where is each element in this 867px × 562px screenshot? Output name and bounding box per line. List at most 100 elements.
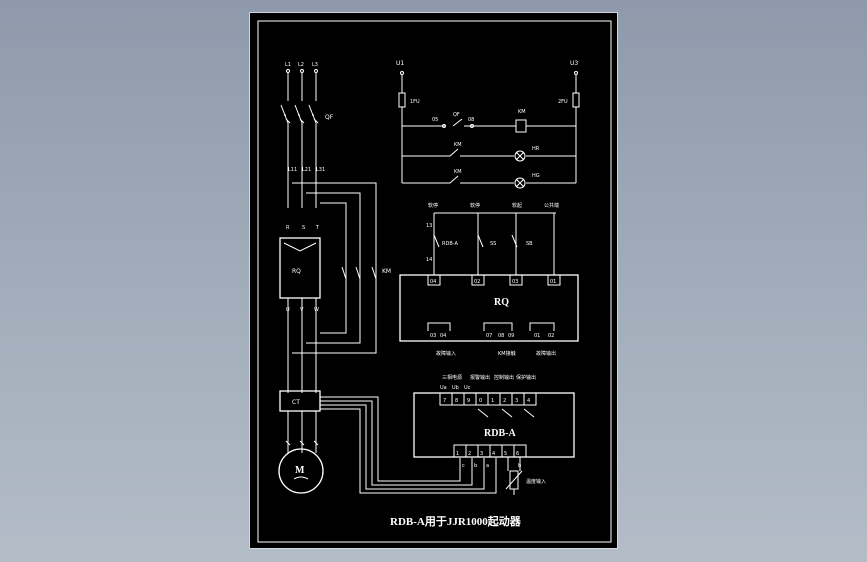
soft-starter-label: RQ <box>292 268 301 275</box>
svg-text:2: 2 <box>468 451 471 457</box>
svg-text:三相电源: 三相电源 <box>442 374 462 381</box>
svg-text:HR: HR <box>532 146 540 152</box>
svg-text:14: 14 <box>426 257 432 263</box>
phase-wires-mid <box>287 123 317 208</box>
svg-text:KM: KM <box>454 142 462 148</box>
svg-text:T: T <box>315 225 320 231</box>
soft-starter-rq <box>279 237 321 299</box>
rq-control-box <box>399 274 579 342</box>
rdb-a-label: RDB-A <box>484 428 516 439</box>
svg-text:KM接触: KM接触 <box>498 350 516 357</box>
wire-label-l11: L11 <box>288 167 297 173</box>
supply-label-u3: U3 <box>570 60 578 67</box>
svg-text:R: R <box>286 225 290 231</box>
svg-text:01: 01 <box>534 333 540 339</box>
svg-text:2FU: 2FU <box>558 99 568 105</box>
svg-text:故障输入: 故障输入 <box>436 350 456 357</box>
wire-label-l21: L21 <box>302 167 311 173</box>
svg-text:3: 3 <box>480 451 483 457</box>
motor-label: M <box>295 465 305 476</box>
schematic-diagram: L1 L2 L3 QF L11 L21 L31 KM R S T RQ U V … <box>257 20 612 543</box>
svg-text:03: 03 <box>512 279 518 285</box>
breaker-blades <box>280 104 317 124</box>
svg-text:13: 13 <box>426 223 432 229</box>
ct-label: CT <box>292 399 300 406</box>
svg-text:b: b <box>474 463 477 469</box>
svg-text:KM: KM <box>454 169 462 175</box>
svg-text:软停: 软停 <box>428 202 438 209</box>
motor-symbol <box>278 448 324 494</box>
svg-text:02: 02 <box>474 279 480 285</box>
inner-frame <box>257 20 612 543</box>
svg-text:09: 09 <box>508 333 514 339</box>
svg-text:6: 6 <box>516 451 519 457</box>
svg-text:KM: KM <box>518 109 526 115</box>
temperature-input-label: 温度输入 <box>526 478 546 485</box>
km-contacts <box>341 266 377 280</box>
svg-text:软起: 软起 <box>512 202 522 209</box>
svg-text:3: 3 <box>515 398 518 404</box>
svg-text:a: a <box>486 463 489 469</box>
current-transformer <box>279 390 321 412</box>
terminal <box>300 69 304 73</box>
svg-text:报警输出: 报警输出 <box>470 374 490 381</box>
phase-label-l1: L1 <box>285 62 291 68</box>
terminal <box>286 69 290 73</box>
fuse-1fu <box>398 92 406 108</box>
svg-text:1FU: 1FU <box>410 99 420 105</box>
km-coil <box>515 119 527 133</box>
svg-text:QF: QF <box>453 112 460 118</box>
fuse-2fu <box>572 92 580 108</box>
svg-text:Ua: Ua <box>440 385 447 391</box>
svg-text:04: 04 <box>440 333 446 339</box>
svg-text:08: 08 <box>498 333 504 339</box>
svg-text:0: 0 <box>479 398 482 404</box>
drawing-title: RDB-A用于JJR1000起动器 <box>390 514 522 528</box>
svg-text:9: 9 <box>467 398 470 404</box>
phase-wires <box>287 73 317 101</box>
svg-text:4: 4 <box>527 398 530 404</box>
svg-text:05: 05 <box>432 117 438 123</box>
svg-text:Ub: Ub <box>452 385 459 391</box>
svg-text:Uc: Uc <box>464 385 471 391</box>
supply-label-u1: U1 <box>396 60 404 67</box>
svg-text:07: 07 <box>486 333 492 339</box>
svg-text:8: 8 <box>455 398 458 404</box>
breaker-label: QF <box>325 114 334 121</box>
svg-text:4: 4 <box>492 451 495 457</box>
svg-text:SS: SS <box>490 241 496 247</box>
wire-label-l31: L31 <box>316 167 325 173</box>
svg-text:W: W <box>314 307 319 313</box>
svg-text:5: 5 <box>504 451 507 457</box>
svg-text:1: 1 <box>456 451 459 457</box>
svg-text:c: c <box>462 463 465 469</box>
svg-text:08: 08 <box>468 117 474 123</box>
terminal <box>314 69 318 73</box>
svg-text:HG: HG <box>532 173 540 179</box>
rq-box-label: RQ <box>494 297 509 308</box>
svg-text:故障输出: 故障输出 <box>536 350 556 357</box>
svg-text:控制输出: 控制输出 <box>494 374 514 381</box>
svg-text:V: V <box>300 307 304 313</box>
lamp-hr <box>514 150 526 162</box>
drawing-sheet: L1 L2 L3 QF L11 L21 L31 KM R S T RQ U V … <box>249 12 618 549</box>
svg-text:S: S <box>302 225 305 231</box>
svg-text:03: 03 <box>430 333 436 339</box>
svg-text:04: 04 <box>430 279 436 285</box>
phase-wires-low <box>287 298 317 393</box>
svg-text:软停: 软停 <box>470 202 480 209</box>
km-label: KM <box>382 268 391 275</box>
svg-text:U: U <box>286 307 290 313</box>
svg-text:RDB-A: RDB-A <box>442 241 458 247</box>
phase-label-l3: L3 <box>312 62 318 68</box>
svg-text:公共端: 公共端 <box>544 202 559 209</box>
svg-text:SB: SB <box>526 241 533 247</box>
svg-text:01: 01 <box>550 279 556 285</box>
phase-label-l2: L2 <box>298 62 304 68</box>
rdb-a-box <box>413 392 575 458</box>
svg-text:保护输出: 保护输出 <box>516 374 536 381</box>
svg-text:2: 2 <box>503 398 506 404</box>
svg-text:02: 02 <box>548 333 554 339</box>
svg-text:7: 7 <box>443 398 446 404</box>
lamp-hg <box>514 177 526 189</box>
